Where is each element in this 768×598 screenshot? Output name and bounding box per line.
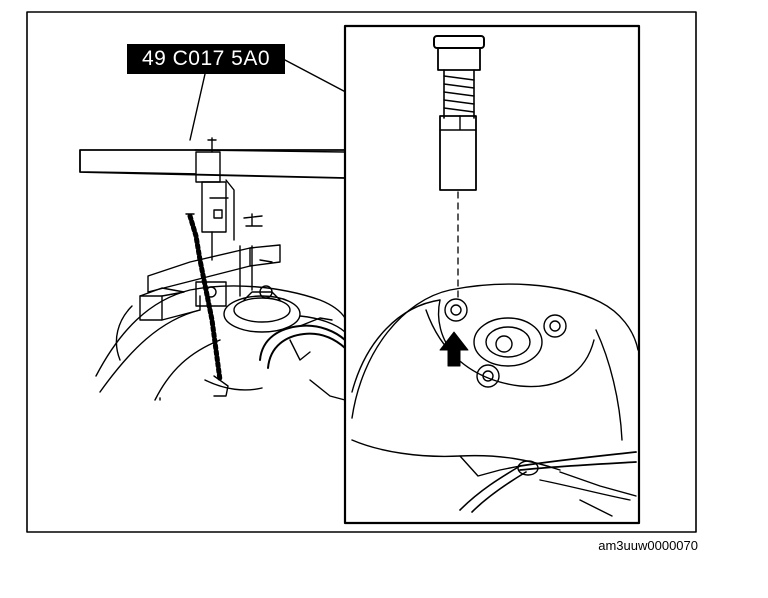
sst-handle-block xyxy=(139,295,163,321)
leader-line-left xyxy=(189,73,206,141)
threaded-rod xyxy=(187,213,223,383)
arrow-up-icon xyxy=(439,331,469,367)
left-scene xyxy=(79,137,346,401)
detail-inset xyxy=(343,24,641,525)
figure-id-caption: am3uuw0000070 xyxy=(598,538,698,553)
sst-bar xyxy=(79,149,346,179)
outer-frame xyxy=(26,11,697,533)
tool-number-label: 49 C017 5A0 xyxy=(127,44,285,74)
